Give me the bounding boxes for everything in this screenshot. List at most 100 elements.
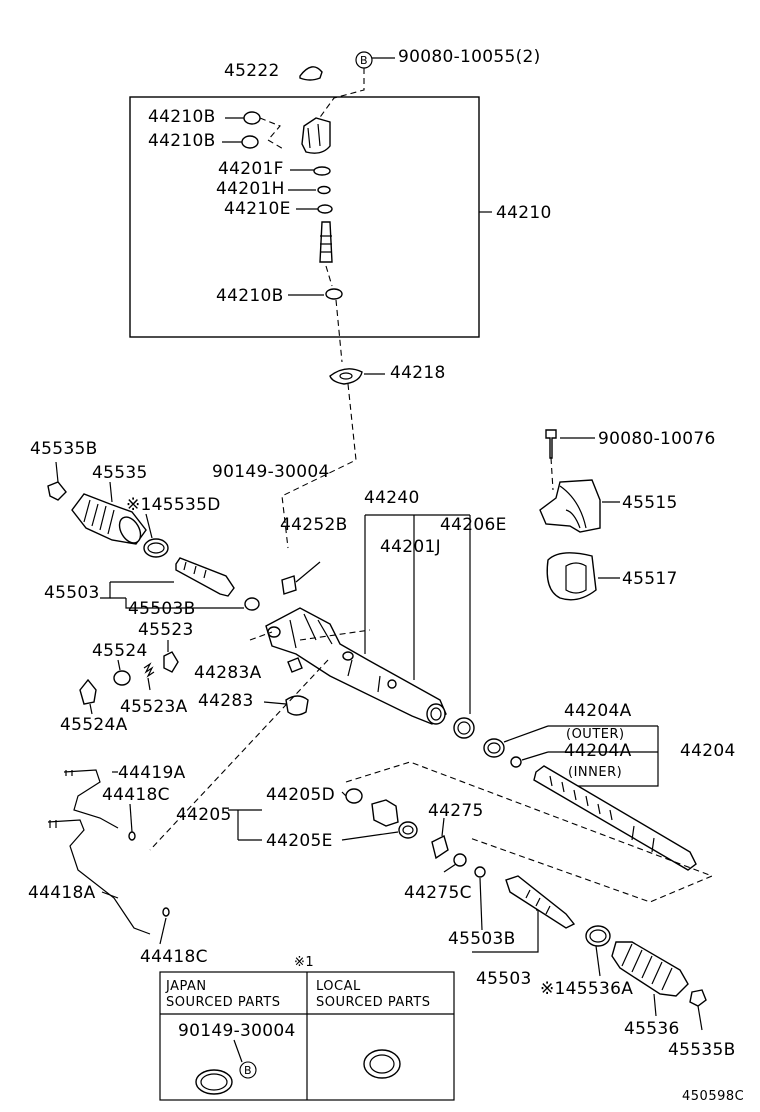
part-44201H xyxy=(317,185,331,195)
table-b-mark-text: B xyxy=(244,1064,252,1077)
label-diagram-id: 450598C xyxy=(682,1089,744,1104)
label-44206E: 44206E xyxy=(440,515,507,535)
part-45523A-spring xyxy=(143,662,155,678)
label-45536A: ※145536A xyxy=(540,979,633,999)
table-col2-line1: LOCAL xyxy=(316,979,361,994)
part-44204A-outer xyxy=(483,738,505,758)
part-44204A-inner xyxy=(510,756,522,768)
part-44283A xyxy=(287,657,303,673)
label-44201H: 44201H xyxy=(216,179,285,199)
part-90080-10076-bolt xyxy=(545,429,557,459)
label-44283: 44283 xyxy=(198,691,254,711)
label-44218: 44218 xyxy=(390,363,446,383)
label-44418A: 44418A xyxy=(28,883,96,903)
part-44205-piston xyxy=(371,799,399,827)
part-44418C-oring-bot xyxy=(162,907,170,917)
label-44204: 44204 xyxy=(680,741,736,761)
label-44275: 44275 xyxy=(428,801,484,821)
table-col1-line2: SOURCED PARTS xyxy=(166,995,281,1010)
label-44418C-bot: 44418C xyxy=(140,947,208,967)
table-local-clamp xyxy=(363,1049,401,1079)
part-45536A-clamp xyxy=(585,925,611,947)
label-44418C-top: 44418C xyxy=(102,785,170,805)
part-45535D-clamp xyxy=(143,538,169,558)
label-44201J: 44201J xyxy=(380,537,441,557)
part-44418A-hose xyxy=(47,819,151,935)
label-45222: 45222 xyxy=(224,61,280,81)
part-44205E-seal xyxy=(398,821,418,839)
part-44419A-hose xyxy=(63,769,119,829)
label-45535B-top: 45535B xyxy=(30,439,98,459)
label-44204A-inner: 44204A xyxy=(564,741,632,761)
label-45523A: 45523A xyxy=(120,697,188,717)
part-44210B-bush-2 xyxy=(241,135,259,149)
label-45523: 45523 xyxy=(138,620,194,640)
label-45524A: 45524A xyxy=(60,715,128,735)
label-90149-30004: 90149-30004 xyxy=(212,462,330,482)
part-valve-housing xyxy=(301,117,331,154)
label-45515: 45515 xyxy=(622,493,678,513)
part-44210B-bush-1 xyxy=(243,111,261,125)
label-44210B-1: 44210B xyxy=(148,107,216,127)
part-44283 xyxy=(285,695,309,716)
part-45503-tie-rod-right xyxy=(505,875,576,929)
label-45503B-top: 45503B xyxy=(128,599,196,619)
label-44210: 44210 xyxy=(496,203,552,223)
table-col2-line2: SOURCED PARTS xyxy=(316,995,431,1010)
part-45515-bracket xyxy=(539,479,601,533)
part-44275 xyxy=(431,834,449,860)
label-90080-10055: 90080-10055(2) xyxy=(398,47,541,67)
label-b-mark: B xyxy=(360,54,368,67)
part-45503B-nut-right xyxy=(474,866,486,878)
table-japan-part: 90149-30004 xyxy=(178,1021,296,1041)
part-44210B-lower xyxy=(325,288,343,300)
label-90080-10076: 90080-10076 xyxy=(598,429,716,449)
part-45503B-nut xyxy=(244,597,260,611)
part-45536-boot xyxy=(611,941,689,997)
part-44201F xyxy=(313,166,331,176)
part-44252B xyxy=(281,575,297,595)
part-44210E xyxy=(317,204,333,214)
part-valve-stem xyxy=(319,221,333,263)
label-44419A: 44419A xyxy=(118,763,186,783)
part-44275C xyxy=(453,853,467,867)
label-inner: (INNER) xyxy=(568,765,622,780)
label-45535: 45535 xyxy=(92,463,148,483)
part-44205D xyxy=(345,788,363,804)
part-45535B-clip xyxy=(47,481,67,501)
label-44205D: 44205D xyxy=(266,785,335,805)
label-45535B-bot: 45535B xyxy=(668,1040,736,1060)
label-44275C: 44275C xyxy=(404,883,472,903)
label-note-mark: ※1 xyxy=(294,955,314,970)
part-44240-housing xyxy=(265,607,447,725)
part-44206E-seal xyxy=(453,717,475,739)
part-44418C-oring-top xyxy=(128,831,136,841)
label-45503-top: 45503 xyxy=(44,583,100,603)
part-45523 xyxy=(163,651,179,673)
label-44205E: 44205E xyxy=(266,831,333,851)
label-44210B-3: 44210B xyxy=(216,286,284,306)
part-45524A-cap xyxy=(79,678,97,705)
part-44218-gasket xyxy=(329,368,363,385)
part-45535B-clip-right xyxy=(689,989,707,1007)
label-44210B-2: 44210B xyxy=(148,131,216,151)
label-45524: 45524 xyxy=(92,641,148,661)
label-45503B-bot: 45503B xyxy=(448,929,516,949)
label-45517: 45517 xyxy=(622,569,678,589)
part-45524-plug xyxy=(113,670,131,686)
label-45536: 45536 xyxy=(624,1019,680,1039)
label-45535D: ※145535D xyxy=(126,495,221,515)
label-44240: 44240 xyxy=(364,488,420,508)
label-44205: 44205 xyxy=(176,805,232,825)
label-44201F: 44201F xyxy=(218,159,284,179)
part-44201J-seal xyxy=(426,703,446,725)
table-b-mark xyxy=(239,1061,257,1079)
part-45222-cap xyxy=(299,66,323,81)
part-45503-tie-rod xyxy=(175,557,235,597)
assembly-44210-frame xyxy=(129,96,480,338)
label-44252B: 44252B xyxy=(280,515,348,535)
label-outer: (OUTER) xyxy=(566,727,625,742)
label-44210E: 44210E xyxy=(224,199,291,219)
